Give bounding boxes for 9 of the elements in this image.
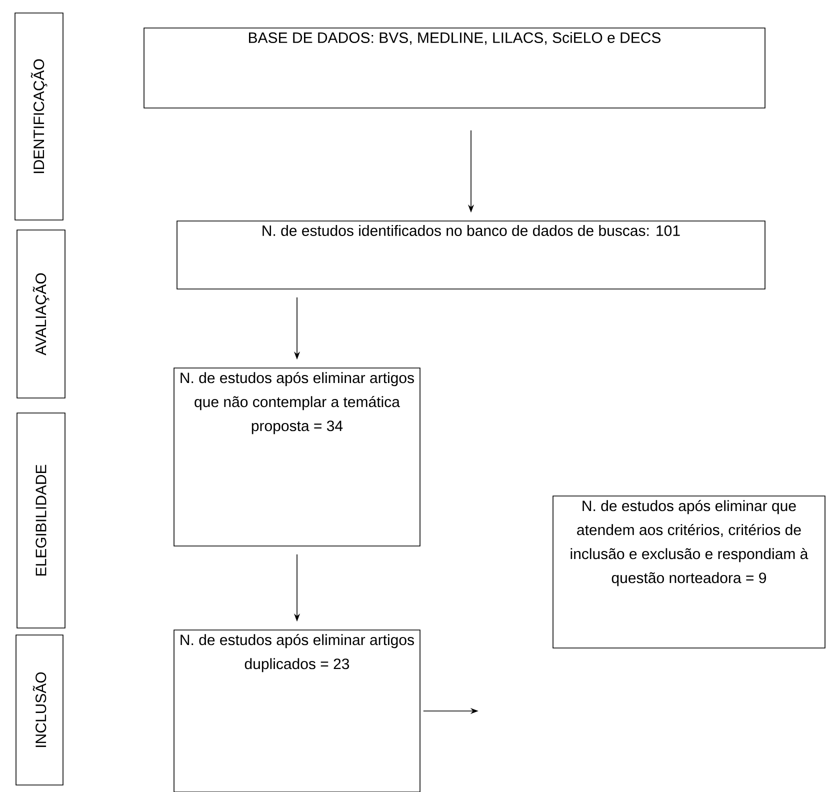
process-box: N. de estudos identificados no banco de dados de buscas: 101 (176, 220, 766, 290)
process-box: N. de estudos após eliminar artigos duplicados = 23 (174, 630, 420, 792)
stage-label: IDENTIFICAÇÃO (14, 12, 64, 220)
stage-label: ELEGIBILIDADE (16, 412, 66, 628)
process-box: N. de estudos após eliminar artigos que não contemplar a temática proposta = 34 (174, 368, 420, 546)
process-box: BASE DE DADOS: BVS, MEDLINE, LILACS, SciELO e DECS (144, 28, 766, 108)
stage-label: AVALIAÇÃO (16, 230, 66, 398)
process-box: N. de estudos após eliminar que atendem aos critérios, critérios de inclusão e exclusão e respondiam à questão norteadora = 9 (552, 496, 826, 648)
stage-label: INCLUSÃO (16, 634, 64, 786)
